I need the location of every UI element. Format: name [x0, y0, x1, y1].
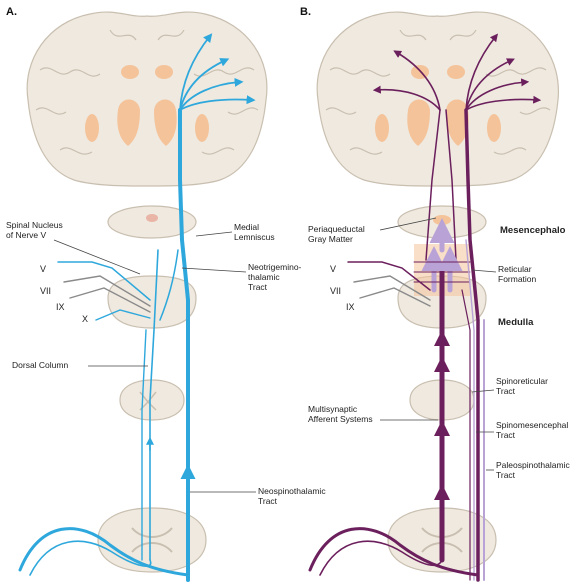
label-nerve-ix-b: IX — [346, 302, 355, 312]
panel-b-putamen-left — [375, 114, 389, 142]
label-periaqueductal: Periaqueductal Gray Matter — [308, 224, 365, 244]
label-mesencephalon: Mesencephalo — [500, 226, 565, 236]
label-neotrigemino: Neotrigemino- thalamic Tract — [248, 262, 301, 292]
panel-a-nucleus-right — [155, 65, 173, 79]
label-nerve-ix-a: IX — [56, 302, 65, 312]
label-paleospinothalamic: Paleospinothalamic Tract — [496, 460, 570, 480]
label-periaqueductal-line2: Gray Matter — [308, 234, 365, 244]
label-spinal-nucleus-line2: of Nerve V — [6, 230, 63, 240]
panel-a-medulla — [108, 276, 196, 328]
panel-a-letter: A. — [6, 6, 17, 18]
label-nerve-vii-a: VII — [40, 286, 51, 296]
label-reticular-line1: Reticular — [498, 264, 536, 274]
panel-b-nucleus-right — [447, 65, 465, 79]
label-neotrigemino-line1: Neotrigemino- — [248, 262, 301, 272]
label-multisynaptic: Multisynaptic Afferent Systems — [308, 404, 373, 424]
label-spinoreticular: Spinoreticular Tract — [496, 376, 548, 396]
label-nerve-v-b: V — [330, 264, 336, 274]
label-medial-lemniscus-line1: Medial — [234, 222, 275, 232]
label-medulla: Medulla — [498, 318, 533, 328]
label-spinomesencephal-line1: Spinomesencephal — [496, 420, 568, 430]
label-paleospinothalamic-line1: Paleospinothalamic — [496, 460, 570, 470]
label-medial-lemniscus-line2: Lemniscus — [234, 232, 275, 242]
label-reticular-formation: Reticular Formation — [498, 264, 536, 284]
label-dorsal-column: Dorsal Column — [12, 360, 68, 370]
label-spinal-nucleus: Spinal Nucleus of Nerve V — [6, 220, 63, 240]
label-periaqueductal-line1: Periaqueductal — [308, 224, 365, 234]
panel-a-putamen-left — [85, 114, 99, 142]
panel-b-letter: B. — [300, 6, 311, 18]
label-medial-lemniscus: Medial Lemniscus — [234, 222, 275, 242]
panel-b-multisynaptic-arrow-2 — [434, 420, 450, 436]
label-nerve-v-a: V — [40, 264, 46, 274]
panel-a-midbrain-center — [146, 214, 158, 222]
label-neospinothalamic-line1: Neospinothalamic — [258, 486, 326, 496]
label-neospinothalamic: Neospinothalamic Tract — [258, 486, 326, 506]
label-neotrigemino-line3: Tract — [248, 282, 301, 292]
label-spinal-nucleus-line1: Spinal Nucleus — [6, 220, 63, 230]
label-paleospinothalamic-line2: Tract — [496, 470, 570, 480]
panel-b-multisynaptic-arrow-3 — [434, 356, 450, 372]
panel-b-multisynaptic-arrow-1 — [434, 484, 450, 500]
panel-b-multisynaptic-arrow-4 — [434, 330, 450, 346]
label-nerve-vii-b: VII — [330, 286, 341, 296]
label-multisynaptic-line2: Afferent Systems — [308, 414, 373, 424]
label-spinoreticular-line2: Tract — [496, 386, 548, 396]
panel-a-upper-cord — [120, 380, 184, 420]
label-neospinothalamic-line2: Tract — [258, 496, 326, 506]
panel-b-anatomy — [317, 12, 558, 572]
panel-a-nucleus-left — [121, 65, 139, 79]
label-multisynaptic-line1: Multisynaptic — [308, 404, 373, 414]
label-spinoreticular-line1: Spinoreticular — [496, 376, 548, 386]
label-spinomesencephal: Spinomesencephal Tract — [496, 420, 568, 440]
panel-b-putamen-right — [487, 114, 501, 142]
label-neotrigemino-line2: thalamic — [248, 272, 301, 282]
panel-a-leader-lines — [54, 232, 256, 492]
label-spinomesencephal-line2: Tract — [496, 430, 568, 440]
panel-b-periaqueductal — [433, 215, 451, 225]
label-nerve-x-a: X — [82, 314, 88, 324]
label-reticular-line2: Formation — [498, 274, 536, 284]
panel-a-anatomy — [27, 12, 267, 572]
panel-a-putamen-right — [195, 114, 209, 142]
